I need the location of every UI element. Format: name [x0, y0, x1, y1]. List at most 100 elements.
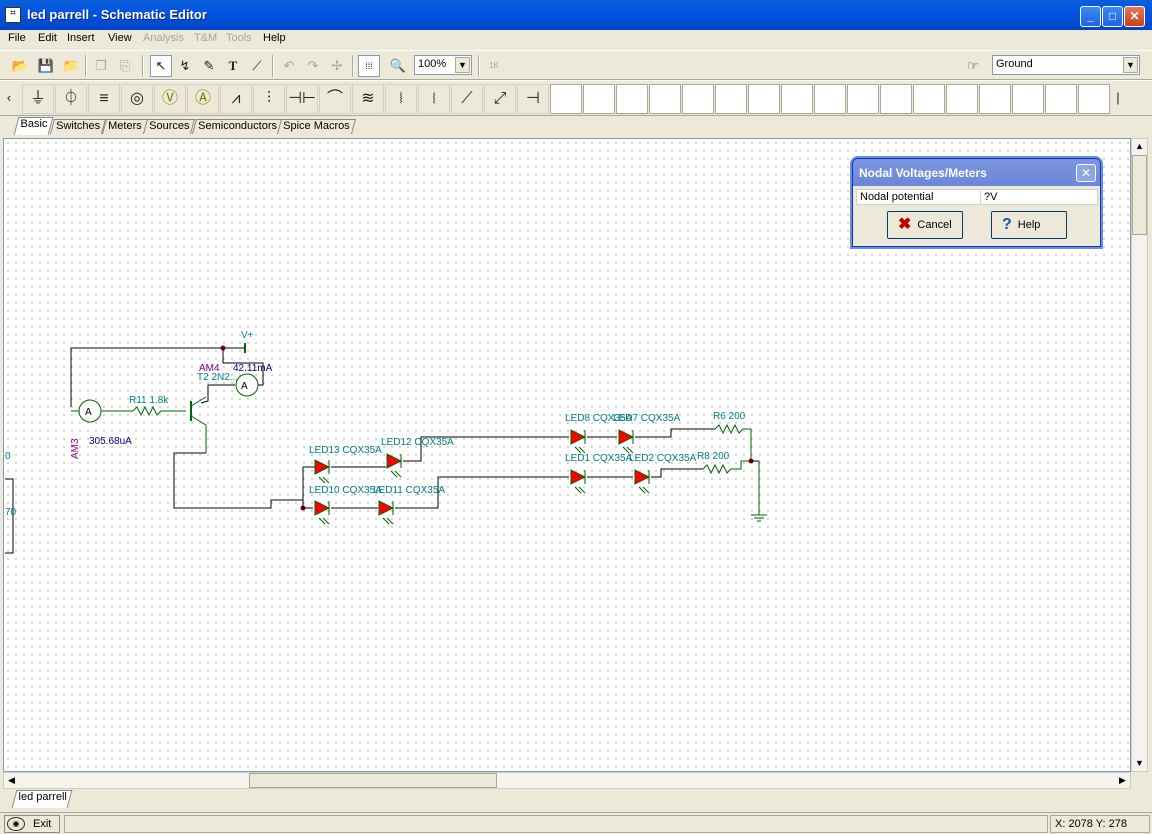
empty-slot — [880, 84, 912, 114]
tab-basic[interactable]: Basic — [13, 117, 54, 135]
capacitor-component-icon[interactable]: ⊣⊢ — [286, 84, 318, 114]
vertical-scrollbar[interactable]: ▲ ▼ — [1131, 138, 1148, 772]
exit-icon: ◉ — [7, 817, 25, 831]
am3-value: 305.68uA — [89, 436, 132, 447]
empty-slot — [1045, 84, 1077, 114]
menu-analysis[interactable]: Analysis — [143, 32, 184, 44]
node-select-value: Ground — [996, 58, 1033, 70]
led2-label: LED2 CQX35A — [629, 453, 697, 464]
dialog-close-icon[interactable]: ✕ — [1076, 164, 1096, 182]
coil-component-icon[interactable]: ≋ — [352, 84, 384, 114]
close-button[interactable]: ✕ — [1124, 6, 1145, 27]
r11-resistor — [132, 405, 186, 417]
text-tool-icon[interactable]: T — [228, 58, 238, 73]
horizontal-scroll-thumb[interactable] — [249, 773, 497, 788]
multi-battery-component-icon[interactable]: ≡ — [88, 84, 120, 114]
tab-sources[interactable]: Sources — [142, 119, 196, 134]
vertical-scroll-thumb[interactable] — [1132, 155, 1147, 235]
tab-meters[interactable]: Meters — [101, 119, 148, 134]
menu-file[interactable]: File — [8, 32, 26, 44]
scroll-left-icon[interactable]: ◀ — [8, 775, 15, 785]
maximize-button[interactable]: □ — [1102, 6, 1123, 27]
empty-slot — [1078, 84, 1110, 114]
nodal-potential-value: ?V — [984, 191, 998, 203]
help-question-icon: ? — [1002, 216, 1012, 234]
tab-switches[interactable]: Switches — [49, 119, 107, 134]
window-title: led parrell - Schematic Editor — [27, 7, 207, 22]
zoom-icon[interactable]: 🔍 — [389, 58, 407, 73]
node-pointer-icon[interactable]: ☞ — [967, 58, 979, 73]
tab-semiconductors[interactable]: Semiconductors — [191, 119, 283, 134]
led8-icon — [570, 429, 587, 445]
empty-slot — [979, 84, 1011, 114]
am4-label: AM4 — [199, 363, 220, 374]
scroll-up-icon[interactable]: ▲ — [1135, 141, 1144, 151]
paste-icon[interactable]: ⎘ — [119, 58, 131, 73]
open-folder-icon[interactable]: 📂 — [11, 58, 29, 73]
wire-led-split — [302, 467, 313, 509]
help-button[interactable]: ?Help — [991, 211, 1067, 239]
wire-tool-icon[interactable]: ↯ — [179, 58, 191, 73]
crosshair-icon[interactable]: ✢ — [331, 58, 343, 73]
menu-help[interactable]: Help — [263, 32, 286, 44]
menu-tm[interactable]: T&M — [194, 32, 218, 44]
switch-component-icon[interactable]: ⟋ — [451, 84, 483, 114]
voltmeter-component-icon[interactable]: Ⓥ — [154, 84, 186, 114]
led13-label: LED13 CQX35A — [309, 445, 382, 456]
status-bar: ◉ Exit X: 2078 Y: 278 — [0, 812, 1152, 834]
component-toolbar: ‹ ⏚ ⏀ ≡ ◎ Ⓥ Ⓐ ⩘ ⫶ ⊣⊢ ⌒ ≋ ⧘ ⧙ ⟋ ⤢ ⊣ | — [0, 80, 1152, 116]
scroll-right-icon[interactable]: ▶ — [1119, 775, 1126, 785]
open-icon[interactable]: 📁 — [62, 58, 80, 73]
led10-label: LED10 CQX35A — [309, 485, 382, 496]
terminal-component-icon[interactable]: ⊣ — [517, 84, 549, 114]
schematic-drawing: V+ AM4 42.11mA T2 2N2... A A R11 1.8k 30… — [5, 330, 767, 554]
zoom-select[interactable]: 100% ▼ — [414, 55, 472, 75]
resistor-value-icon[interactable]: 1K — [489, 61, 499, 70]
minimize-button[interactable]: _ — [1080, 6, 1101, 27]
t2-transistor — [190, 396, 207, 453]
am3-label: AM3 — [70, 438, 81, 459]
transformer-component-icon[interactable]: ⧘ — [385, 84, 417, 114]
wire-to-am4 — [222, 348, 264, 386]
menu-tools[interactable]: Tools — [226, 32, 252, 44]
pencil-icon[interactable]: ✎ — [203, 58, 215, 73]
graphics-tool-icon[interactable]: ⟋ — [252, 58, 262, 73]
cancel-x-icon: ✖ — [898, 216, 912, 234]
ground-component-icon[interactable]: ⏚ — [22, 84, 54, 114]
app-icon: ⌗ — [5, 7, 21, 23]
save-icon[interactable]: 💾 — [37, 58, 55, 73]
cancel-button[interactable]: ✖Cancel — [887, 211, 963, 239]
empty-slot — [583, 84, 615, 114]
scroll-down-icon[interactable]: ▼ — [1135, 758, 1144, 768]
menu-insert[interactable]: Insert — [67, 32, 95, 44]
tab-spice-macros[interactable]: Spice Macros — [276, 119, 356, 134]
wire-lower-branch — [395, 476, 569, 509]
menu-view[interactable]: View — [108, 32, 132, 44]
variable-resistor-component-icon[interactable]: ⤢ — [484, 84, 516, 114]
coupled-inductor-component-icon[interactable]: ⧙ — [418, 84, 450, 114]
grid-icon[interactable]: ⁞⁞⁞ — [358, 55, 380, 77]
r11-label: R11 1.8k — [129, 395, 169, 406]
am4-glyph: A — [241, 381, 248, 392]
horizontal-scrollbar[interactable]: ◀ ▶ — [3, 772, 1131, 789]
resistor-component-icon[interactable]: ⩘ — [220, 84, 252, 114]
led10-light-icon — [318, 517, 330, 525]
ammeter-component-icon[interactable]: Ⓐ — [187, 84, 219, 114]
redo-icon[interactable]: ↷ — [307, 58, 319, 73]
copy-icon[interactable]: ❐ — [95, 58, 107, 73]
menu-edit[interactable]: Edit — [38, 32, 57, 44]
scroll-left-icon[interactable]: ‹ — [6, 90, 12, 105]
exit-button[interactable]: ◉ Exit — [4, 815, 60, 833]
led12-light-icon — [390, 470, 402, 478]
tab-sheet[interactable]: led parrell — [11, 790, 73, 808]
main-toolbar: 📂 💾 📁 ❐ ⎘ ↖ ↯ ✎ T ⟋ ↶ ↷ ✢ ⁞⁞⁞ 🔍 100% ▼ 1… — [0, 50, 1152, 80]
empty-slot — [550, 84, 582, 114]
potentiometer-component-icon[interactable]: ⫶ — [253, 84, 285, 114]
scroll-right-icon[interactable]: | — [1116, 90, 1120, 105]
undo-icon[interactable]: ↶ — [283, 58, 295, 73]
battery-component-icon[interactable]: ⏀ — [55, 84, 87, 114]
inductor-component-icon[interactable]: ⌒ — [319, 84, 351, 114]
select-arrow-icon[interactable]: ↖ — [150, 55, 172, 77]
voltage-source-component-icon[interactable]: ◎ — [121, 84, 153, 114]
node-select[interactable]: Ground ▼ — [992, 55, 1140, 75]
